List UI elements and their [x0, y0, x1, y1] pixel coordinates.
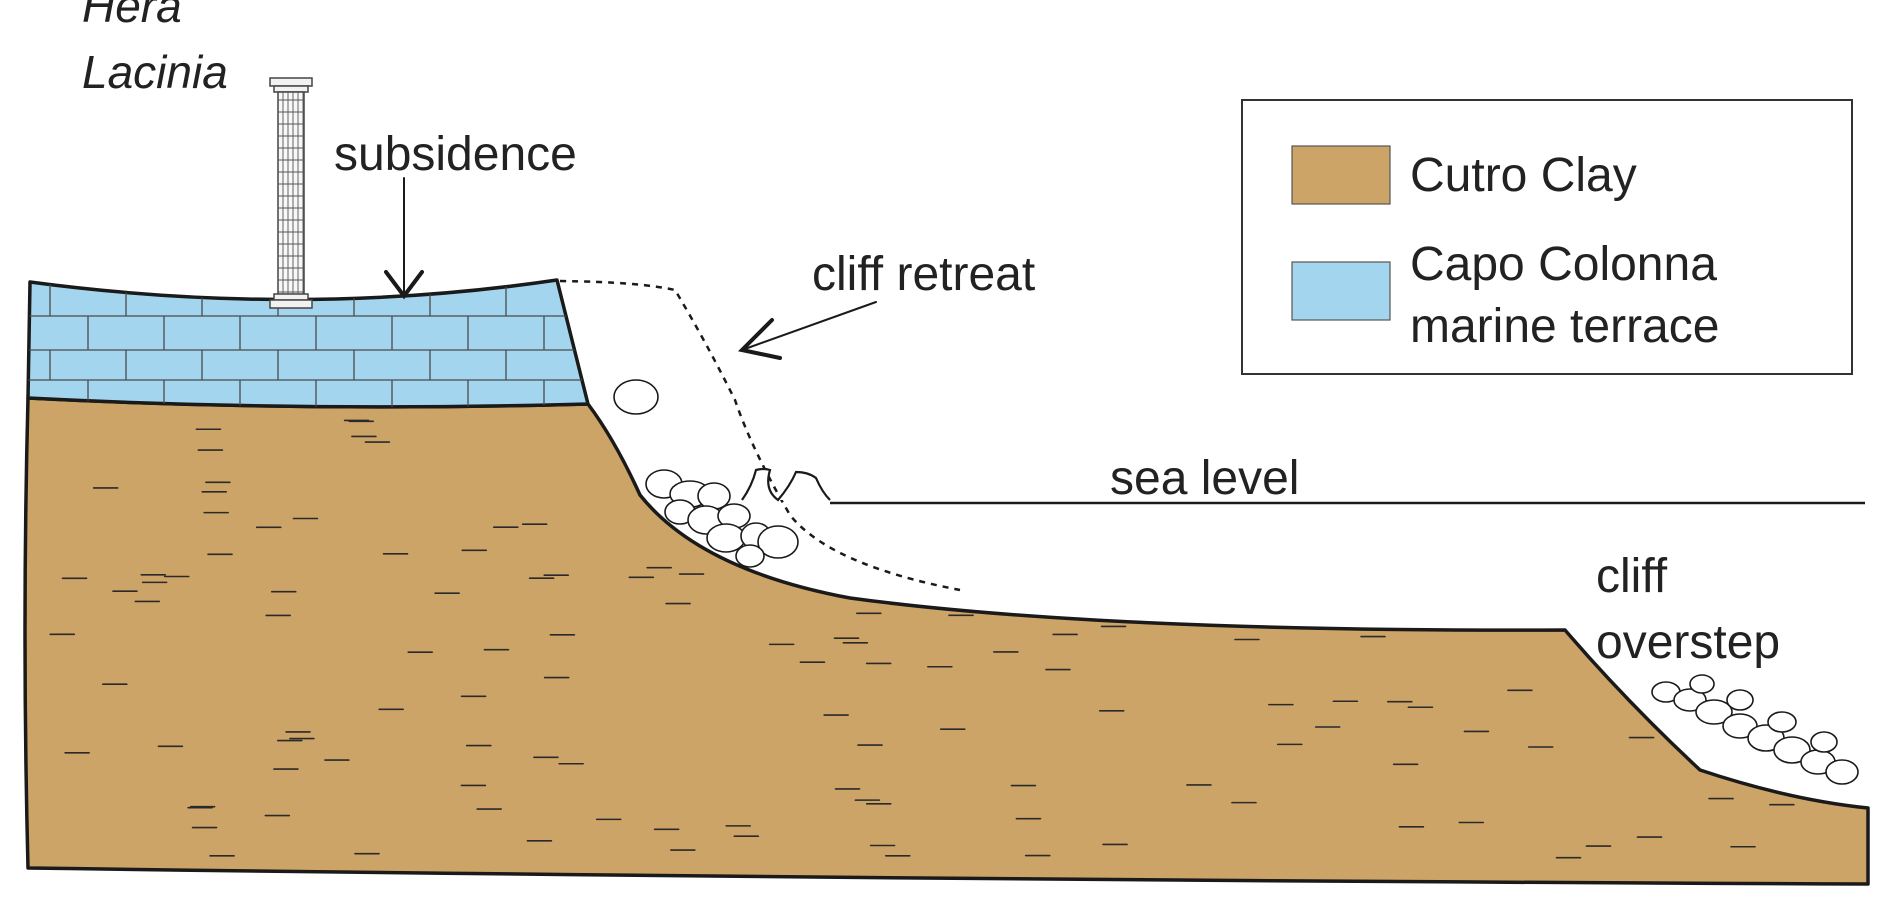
legend-label-capo-colonna-line1: Capo Colonna	[1410, 238, 1717, 291]
temple-name-line2: Lacinia	[82, 46, 228, 98]
legend: Cutro Clay Capo Colonna marine terrace	[1241, 99, 1853, 375]
temple-name-line1: Hera	[82, 0, 182, 32]
subsidence-label: subsidence	[334, 128, 577, 181]
cliff-overstep-label-line1: cliff	[1596, 550, 1668, 603]
arrow-down-icon	[384, 177, 424, 300]
legend-swatch-cutro-clay	[1291, 145, 1391, 205]
fallen-block	[613, 379, 659, 415]
arrow-icon	[737, 301, 877, 360]
cliff-retreat-label: cliff retreat	[812, 248, 1035, 301]
wave-notch	[741, 467, 831, 502]
column-icon	[269, 77, 313, 309]
cliff-overstep-label-line2: overstep	[1596, 616, 1780, 669]
clay-texture	[49, 419, 1795, 859]
legend-label-capo-colonna-line2: marine terrace	[1410, 300, 1719, 353]
capo-colonna-terrace	[26, 278, 590, 409]
legend-label-cutro-clay: Cutro Clay	[1410, 149, 1637, 202]
sea-level-label: sea level	[1110, 452, 1299, 505]
legend-swatch-capo-colonna	[1291, 261, 1391, 321]
terrace-brick-pattern	[28, 284, 588, 407]
cliff-boulders	[613, 379, 799, 568]
overstep-boulders	[1651, 674, 1859, 785]
cutro-clay-body	[23, 396, 1870, 886]
former-cliff-profile	[559, 279, 961, 592]
